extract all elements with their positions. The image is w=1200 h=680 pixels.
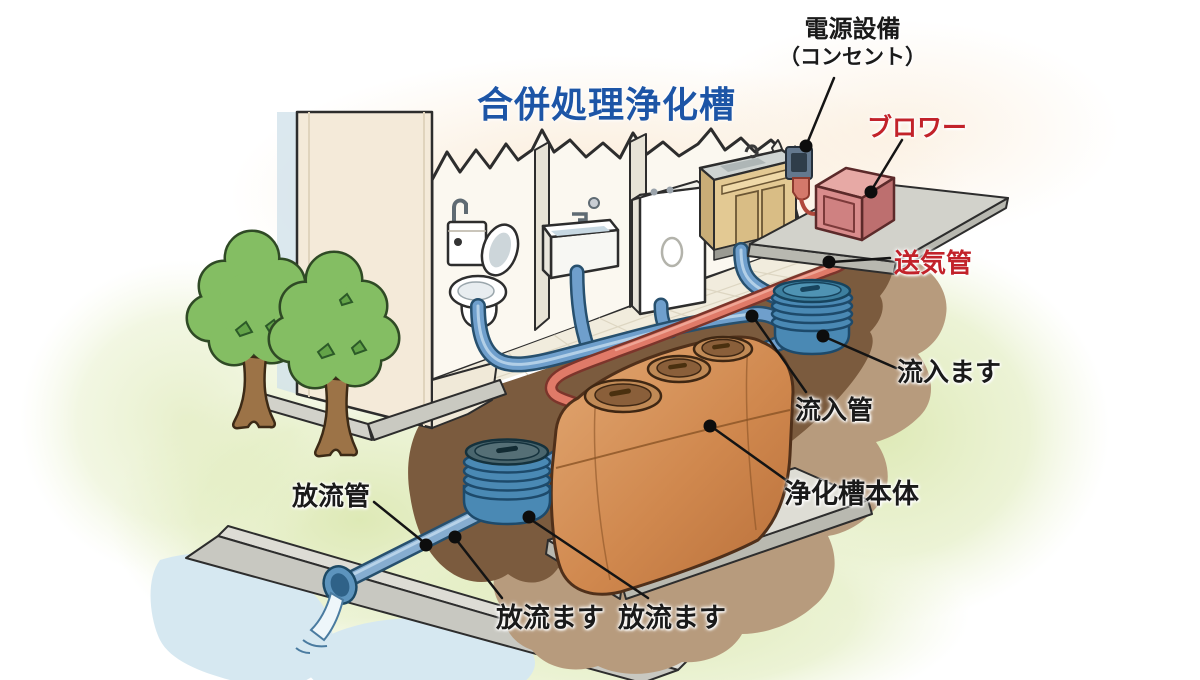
leaf-mark <box>316 342 336 360</box>
tank-lid-2 <box>646 354 712 384</box>
tank-seam <box>745 343 757 531</box>
tree-right <box>267 250 401 458</box>
sink-knob <box>650 188 658 196</box>
tank-lid-1 <box>583 378 663 414</box>
leaf-mark <box>234 320 254 338</box>
label-power-line1: 電源設備 <box>804 15 901 43</box>
leader-lines <box>372 76 904 600</box>
blower <box>814 166 896 242</box>
inflow-basin <box>770 278 854 356</box>
toilet-tank-faucet <box>452 198 468 222</box>
label-discharge-basins: 放流ます放流ます <box>496 596 740 635</box>
toilet <box>446 198 520 330</box>
tree-trunk <box>231 354 277 430</box>
label-inflow-pipe: 流入管 <box>795 396 874 426</box>
power-outlet <box>785 146 821 216</box>
outfall <box>295 565 358 654</box>
label-discharge-pipe: 放流管 <box>292 482 371 512</box>
tub-water <box>551 226 610 236</box>
tank-lid-3 <box>692 335 754 363</box>
sink-unit-front <box>638 185 707 316</box>
keyhole <box>454 238 462 246</box>
label-power-line2: （コンセント） <box>779 45 926 69</box>
toilet-tank <box>446 220 488 267</box>
label-power-equipment: 電源設備 （コンセント） <box>779 14 926 70</box>
utility-sink-unit <box>631 180 707 316</box>
sink-unit-handle <box>660 236 684 268</box>
leaf-mark <box>350 339 368 356</box>
label-discharge-basin-2: 放流ます <box>618 603 726 634</box>
label-tank-body: 浄化槽本体 <box>784 479 919 510</box>
kitchen-faucet <box>744 144 759 159</box>
label-discharge-basin-1: 放流ます <box>496 603 604 634</box>
splash <box>295 639 328 654</box>
water-stream <box>309 591 345 642</box>
tank-seam <box>555 409 791 469</box>
tree-trunk <box>313 376 359 458</box>
label-inflow-basin: 流入ます <box>897 358 1002 388</box>
tank-seam <box>593 393 611 581</box>
discharge-basin <box>462 438 552 526</box>
blower-panel <box>823 195 855 233</box>
leaf-mark <box>338 292 354 307</box>
label-air-pipe: 送気管 <box>894 249 973 279</box>
septic-tank <box>549 335 795 596</box>
cabinet-door <box>735 189 759 248</box>
foundation-skirt-right <box>367 379 507 441</box>
diagram-title: 合併処理浄化槽 <box>477 85 737 126</box>
kitchen-sink <box>720 158 766 172</box>
bathtub <box>541 197 620 280</box>
label-blower: ブロワー <box>867 113 968 142</box>
plug <box>792 177 810 201</box>
bath-faucet <box>572 212 588 222</box>
sink-knob <box>666 186 674 194</box>
cabinet-side <box>699 167 715 251</box>
